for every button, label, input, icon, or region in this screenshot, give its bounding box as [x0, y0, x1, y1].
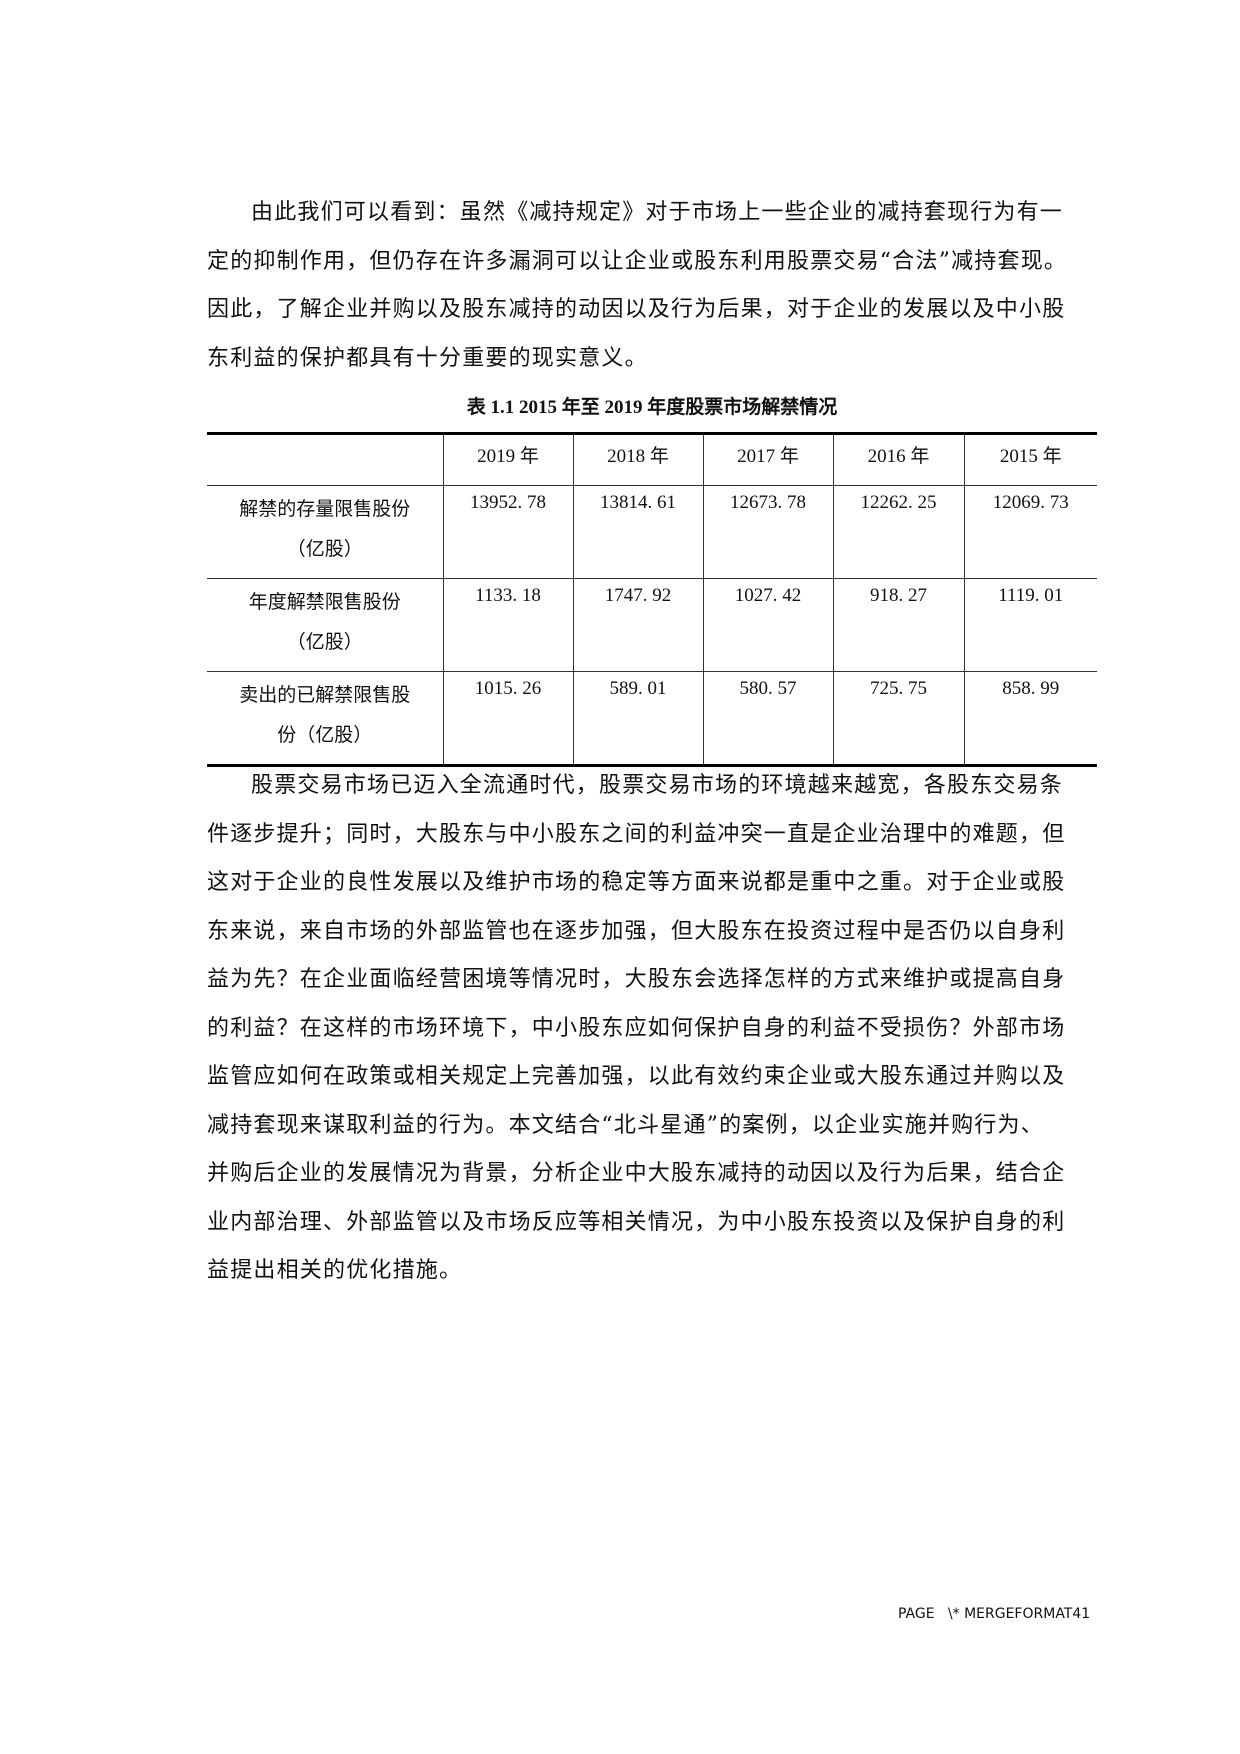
table-header-row: 2019 年 2018 年 2017 年 2016 年 2015 年	[207, 432, 1097, 486]
cell-value: 13814. 61	[572, 485, 704, 579]
cell-value: 1133. 18	[442, 578, 574, 672]
header-cell-2017: 2017 年	[702, 432, 834, 486]
page-footer: PAGE \* MERGEFORMAT41	[898, 1606, 1091, 1622]
text-line: 业内部治理、外部监管以及市场反应等相关情况，为中小股东投资以及保护自身的利	[207, 1209, 1066, 1235]
cell-value: 12262. 25	[832, 485, 965, 579]
cell-value: 1015. 26	[442, 671, 574, 767]
header-cell-2015: 2015 年	[963, 432, 1097, 486]
row-label-line: 解禁的存量限售股份	[239, 498, 411, 520]
text-line: 因此，了解企业并购以及股东减持的动因以及行为后果，对于企业的发展以及中小股	[207, 297, 1066, 322]
cell-value: 725. 75	[832, 671, 965, 767]
header-cell-empty	[207, 432, 444, 486]
row-label-unit: （亿股）	[286, 631, 363, 653]
table-row: 年度解禁限售股份 （亿股） 1133. 18 1747. 92 1027. 42…	[207, 578, 1097, 672]
text-line: 的利益？在这样的市场环境下，中小股东应如何保护自身的利益不受损伤？外部市场	[207, 1015, 1066, 1041]
header-cell-2019: 2019 年	[442, 432, 574, 486]
text-line: 监管应如何在政策或相关规定上完善加强，以此有效约束企业或大股东通过并购以及	[207, 1064, 1066, 1089]
table-row: 解禁的存量限售股份 （亿股） 13952. 78 13814. 61 12673…	[207, 485, 1097, 579]
text-line: 东利益的保护都具有十分重要的现实意义。	[207, 345, 648, 371]
cell-value: 13952. 78	[442, 485, 574, 579]
text-line: 由此我们可以看到：虽然《减持规定》对于市场上一些企业的减持套现行为有一	[251, 200, 1064, 225]
cell-value: 12069. 73	[963, 485, 1097, 579]
row-label-unit: （亿股）	[286, 538, 363, 560]
text-line: 件逐步提升；同时，大股东与中小股东之间的利益冲突一直是企业治理中的难题，但	[207, 821, 1066, 847]
row-label-line: 年度解禁限售股份	[248, 591, 401, 613]
text-line: 益提出相关的优化措施。	[207, 1258, 463, 1283]
text-line: 定的抑制作用，但仍存在许多漏洞可以让企业或股东利用股票交易“合法”减持套现。	[207, 248, 1068, 274]
row-label-line: 卖出的已解禁限售股	[239, 684, 411, 706]
header-cell-2018: 2018 年	[572, 432, 704, 486]
row-label-unit: 份（亿股）	[277, 724, 373, 746]
cell-value: 589. 01	[572, 671, 704, 767]
paragraph-intro: 由此我们可以看到：虽然《减持规定》对于市场上一些企业的减持套现行为有一 定的抑制…	[207, 189, 1097, 383]
cell-value: 1027. 42	[702, 578, 834, 672]
text-line: 这对于企业的良性发展以及维护市场的稳定等方面来说都是重中之重。对于企业或股	[207, 870, 1066, 895]
cell-value: 858. 99	[963, 671, 1097, 767]
table-row: 卖出的已解禁限售股 份（亿股） 1015. 26 589. 01 580. 57…	[207, 671, 1097, 767]
paragraph-body: 股票交易市场已迈入全流通时代，股票交易市场的环境越来越宽，各股东交易条 件逐步提…	[207, 762, 1097, 1296]
text-line: 并购后企业的发展情况为背景，分析企业中大股东减持的动因以及行为后果，结合企	[207, 1161, 1066, 1186]
cell-value: 1747. 92	[572, 578, 704, 672]
text-line: 东来说，来自市场的外部监管也在逐步加强，但大股东在投资过程中是否仍以自身利	[207, 918, 1066, 944]
cell-value: 1119. 01	[963, 578, 1097, 672]
header-cell-2016: 2016 年	[832, 432, 965, 486]
table-caption: 表 1.1 2015 年至 2019 年度股票市场解禁情况	[466, 397, 838, 418]
row-label: 卖出的已解禁限售股 份（亿股）	[207, 671, 444, 767]
cell-value: 580. 57	[702, 671, 834, 767]
cell-value: 918. 27	[832, 578, 965, 672]
unlock-stats-table: 2019 年 2018 年 2017 年 2016 年 2015 年 解禁的存量…	[207, 432, 1097, 767]
text-line: 减持套现来谋取利益的行为。本文结合“北斗星通”的案例，以企业实施并购行为、	[207, 1112, 1044, 1138]
row-label: 年度解禁限售股份 （亿股）	[207, 578, 444, 672]
cell-value: 12673. 78	[702, 485, 834, 579]
row-label: 解禁的存量限售股份 （亿股）	[207, 485, 444, 579]
text-line: 益为先？在企业面临经营困境等情况时，大股东会选择怎样的方式来维护或提高自身	[207, 967, 1066, 992]
text-line: 股票交易市场已迈入全流通时代，股票交易市场的环境越来越宽，各股东交易条	[251, 773, 1064, 798]
